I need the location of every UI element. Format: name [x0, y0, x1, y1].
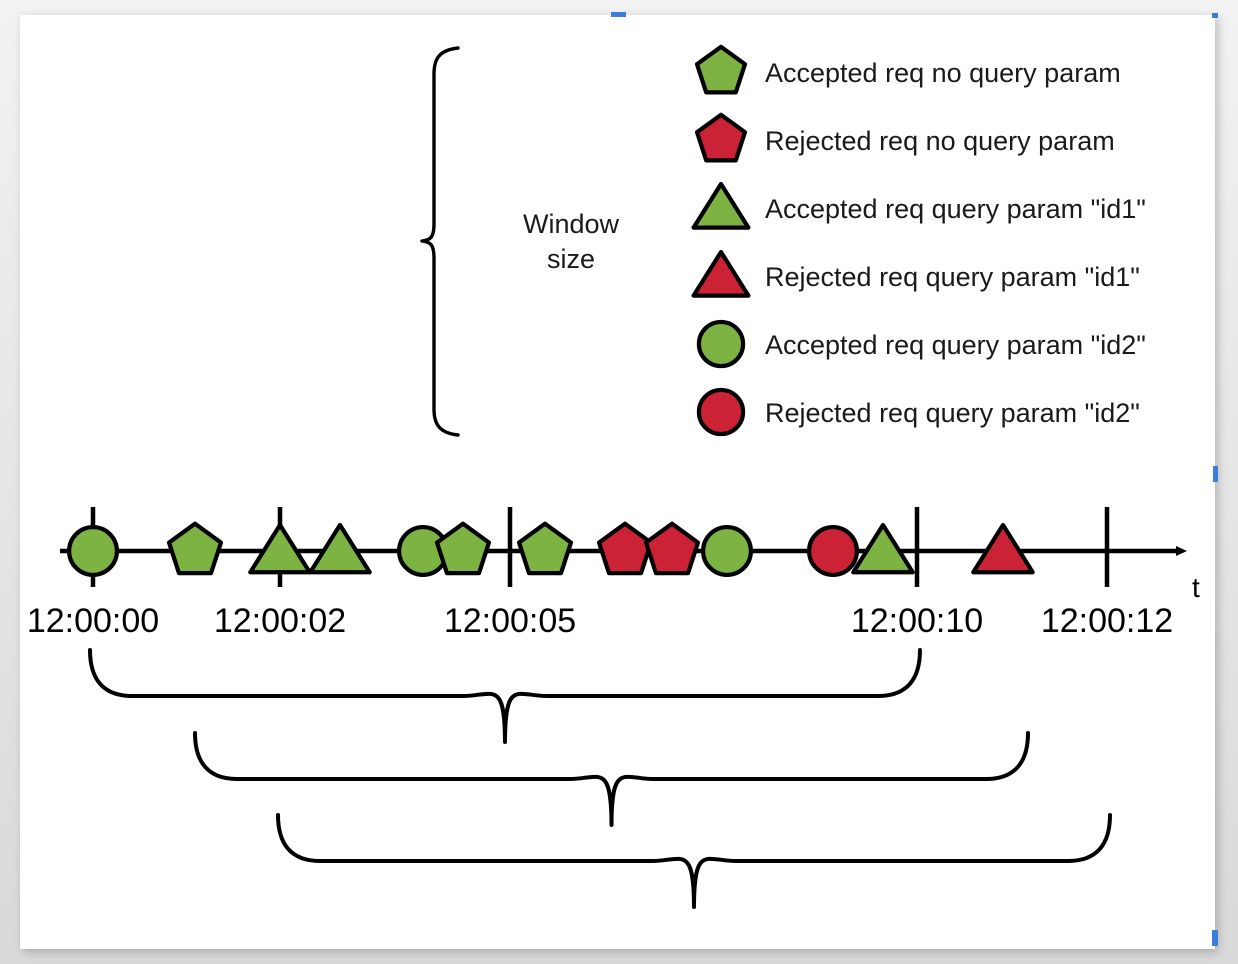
request-marker: [66, 524, 120, 578]
request-marker: [971, 522, 1035, 575]
legend-item: Rejected req query param "id2": [696, 387, 1140, 437]
marker-accepted-triangle-icon: [248, 522, 312, 575]
window-size-label-line1: Window: [523, 209, 620, 239]
axis-tick-label: 12:00:02: [214, 602, 346, 640]
sliding-window-brace-1: [88, 648, 922, 744]
selection-handle-right[interactable]: [1213, 466, 1218, 482]
sliding-window-brace-2: [193, 731, 1030, 827]
marker-rejected-triangle-icon: [971, 522, 1035, 575]
legend-swatch-circle-green-icon: [696, 319, 746, 369]
legend-item-label: Rejected req query param "id1": [765, 262, 1140, 292]
axis-tick-label: 12:00:12: [1041, 602, 1173, 640]
axis-tick-label: 12:00:05: [444, 602, 576, 640]
legend-item-label: Accepted req query param "id1": [765, 194, 1146, 224]
selection-handle-top-right[interactable]: [1212, 13, 1218, 18]
legend-item: Accepted req no query param: [694, 44, 1121, 95]
legend-item: Accepted req query param "id1": [691, 181, 1146, 230]
legend-item: Rejected req no query param: [694, 112, 1115, 163]
legend-swatch-pentagon-green-icon: [694, 44, 748, 95]
axis-tick: 12:00:12: [1041, 507, 1173, 640]
request-marker: [248, 522, 312, 575]
legend-swatch-triangle-green-icon: [691, 181, 751, 230]
window-size-label-line2: size: [547, 244, 595, 274]
request-marker: [700, 524, 754, 578]
request-marker: [166, 521, 224, 576]
request-markers: [66, 521, 1035, 578]
legend-swatch-triangle-red-icon: [691, 249, 751, 298]
selection-handle-bottom-right[interactable]: [1212, 930, 1218, 946]
marker-accepted-triangle-icon: [851, 522, 915, 575]
legend-item-label: Rejected req query param "id2": [765, 398, 1140, 428]
axis-tick-label: 12:00:10: [851, 602, 983, 640]
legend-item-label: Accepted req no query param: [765, 58, 1121, 88]
request-marker: [596, 521, 654, 576]
marker-rejected-pentagon-icon: [643, 521, 701, 576]
selection-handle-top[interactable]: [611, 12, 626, 17]
request-marker: [516, 521, 574, 576]
axis-ticks: 12:00:00 12:00:02 12:00:05 12:00:10 12:00:12: [27, 507, 1173, 640]
axis-label-t: t: [1192, 572, 1200, 603]
marker-accepted-triangle-icon: [308, 522, 372, 575]
request-marker: [434, 521, 492, 576]
legend-item-label: Accepted req query param "id2": [765, 330, 1146, 360]
axis-tick-label: 12:00:00: [27, 602, 159, 640]
axis-tick: 12:00:10: [851, 507, 983, 640]
sliding-window-brace-3: [276, 813, 1112, 909]
marker-accepted-circle-icon: [66, 524, 120, 578]
request-marker: [851, 522, 915, 575]
legend-item: Rejected req query param "id1": [691, 249, 1140, 298]
marker-rejected-circle-icon: [806, 524, 860, 578]
marker-accepted-pentagon-icon: [434, 521, 492, 576]
marker-rejected-pentagon-icon: [596, 521, 654, 576]
legend-swatch-circle-red-icon: [696, 387, 746, 437]
legend-item: Accepted req query param "id2": [696, 319, 1146, 369]
diagram-canvas: [20, 15, 1215, 949]
request-marker: [643, 521, 701, 576]
axis-tick: 12:00:05: [444, 507, 576, 640]
window-size-brace: [420, 46, 460, 437]
marker-accepted-circle-icon: [700, 524, 754, 578]
request-marker: [308, 522, 372, 575]
marker-accepted-pentagon-icon: [516, 521, 574, 576]
marker-accepted-pentagon-icon: [166, 521, 224, 576]
request-marker: [806, 524, 860, 578]
legend-swatch-pentagon-red-icon: [694, 112, 748, 163]
sliding-window-braces: [88, 648, 1112, 909]
legend-item-label: Rejected req no query param: [765, 126, 1115, 156]
